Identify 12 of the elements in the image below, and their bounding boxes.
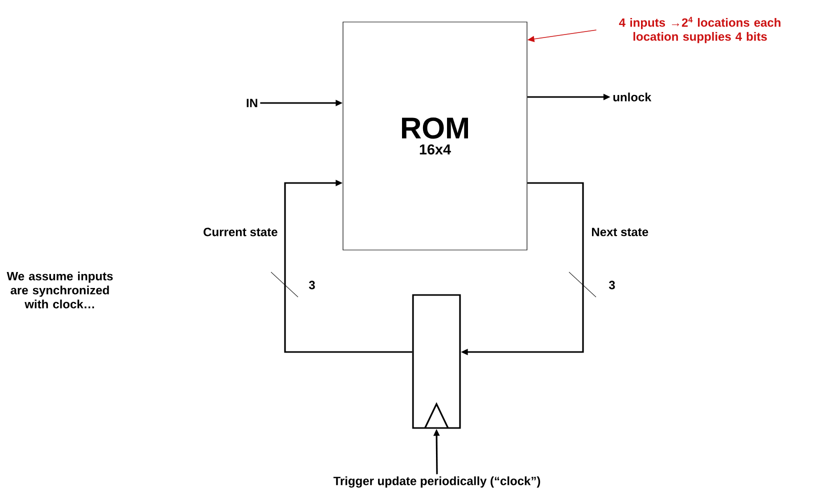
signal-label: IN [246,98,258,108]
register-box [412,294,461,429]
signal-label: Trigger update periodically (“clock”) [333,476,540,488]
signal-label: unlock [613,92,652,102]
rom-box: ROM 16x4 [342,22,528,250]
edge-label: Current state [202,226,279,238]
arrow [284,180,412,353]
note-text: We assume inputs are synchronized with clock… [6,272,113,308]
note-text: 4 inputs →2$^{4}$ locations each location supplies 4 bits [619,16,780,44]
bus-width-label: 3 [608,280,615,290]
bus-width-label: 3 [308,280,315,290]
edge-label: Next state [590,226,650,238]
